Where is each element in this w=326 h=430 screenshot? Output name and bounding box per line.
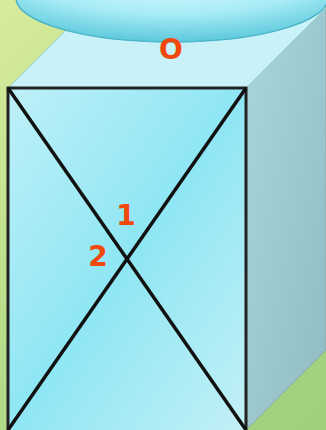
diagonal-line	[8, 88, 246, 430]
diagonal-line	[8, 88, 246, 430]
angle-number: 2	[88, 243, 107, 271]
point-label: O	[159, 36, 183, 64]
angle-number: 1	[116, 202, 135, 230]
front-face	[8, 88, 246, 430]
